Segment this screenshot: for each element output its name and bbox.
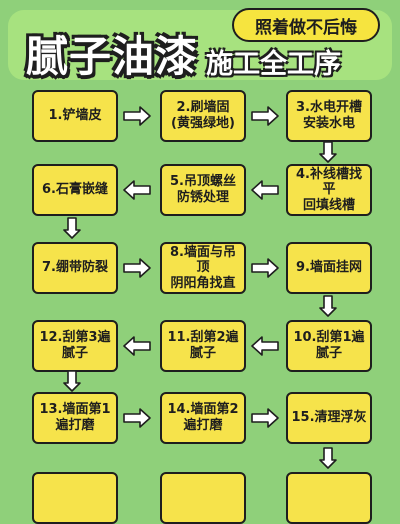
step-next-middle — [160, 472, 246, 524]
step-5: 5.吊顶螺丝防锈处理 — [160, 164, 246, 216]
arrow-down-icon — [319, 295, 337, 317]
step-7: 7.绷带防裂 — [32, 242, 118, 294]
step-3: 3.水电开槽安装水电 — [286, 90, 372, 142]
arrow-down-icon — [63, 217, 81, 239]
arrow-right-icon — [251, 258, 279, 278]
arrow-down-icon — [319, 141, 337, 163]
page-title: 腻子油漆 — [26, 32, 199, 81]
arrow-left-icon — [251, 180, 279, 200]
arrow-left-icon — [123, 180, 151, 200]
step-1: 1.铲墙皮 — [32, 90, 118, 142]
step-next-right — [286, 472, 372, 524]
step-4: 4.补线槽找平回填线槽 — [286, 164, 372, 216]
page-subtitle: 施工全工序 — [206, 49, 341, 80]
arrow-down-icon — [63, 370, 81, 392]
process-poster: 腻子油漆 施工全工序 照着做不后悔 1.铲墙皮 2.刷墙固(黄强绿地) 3.水电… — [8, 8, 392, 524]
arrow-right-icon — [251, 408, 279, 428]
step-8: 8.墙面与吊顶阴阳角找直 — [160, 242, 246, 294]
slogan-badge: 照着做不后悔 — [232, 8, 380, 42]
arrow-right-icon — [251, 106, 279, 126]
step-6: 6.石膏嵌缝 — [32, 164, 118, 216]
step-2: 2.刷墙固(黄强绿地) — [160, 90, 246, 142]
arrow-right-icon — [123, 106, 151, 126]
arrow-right-icon — [123, 408, 151, 428]
arrow-left-icon — [123, 336, 151, 356]
arrow-left-icon — [251, 336, 279, 356]
arrow-right-icon — [123, 258, 151, 278]
step-10: 10.刮第1遍腻子 — [286, 320, 372, 372]
step-9: 9.墙面挂网 — [286, 242, 372, 294]
step-15: 15.清理浮灰 — [286, 392, 372, 444]
step-next-left — [32, 472, 118, 524]
step-12: 12.刮第3遍腻子 — [32, 320, 118, 372]
arrow-down-icon — [319, 447, 337, 469]
step-11: 11.刮第2遍腻子 — [160, 320, 246, 372]
